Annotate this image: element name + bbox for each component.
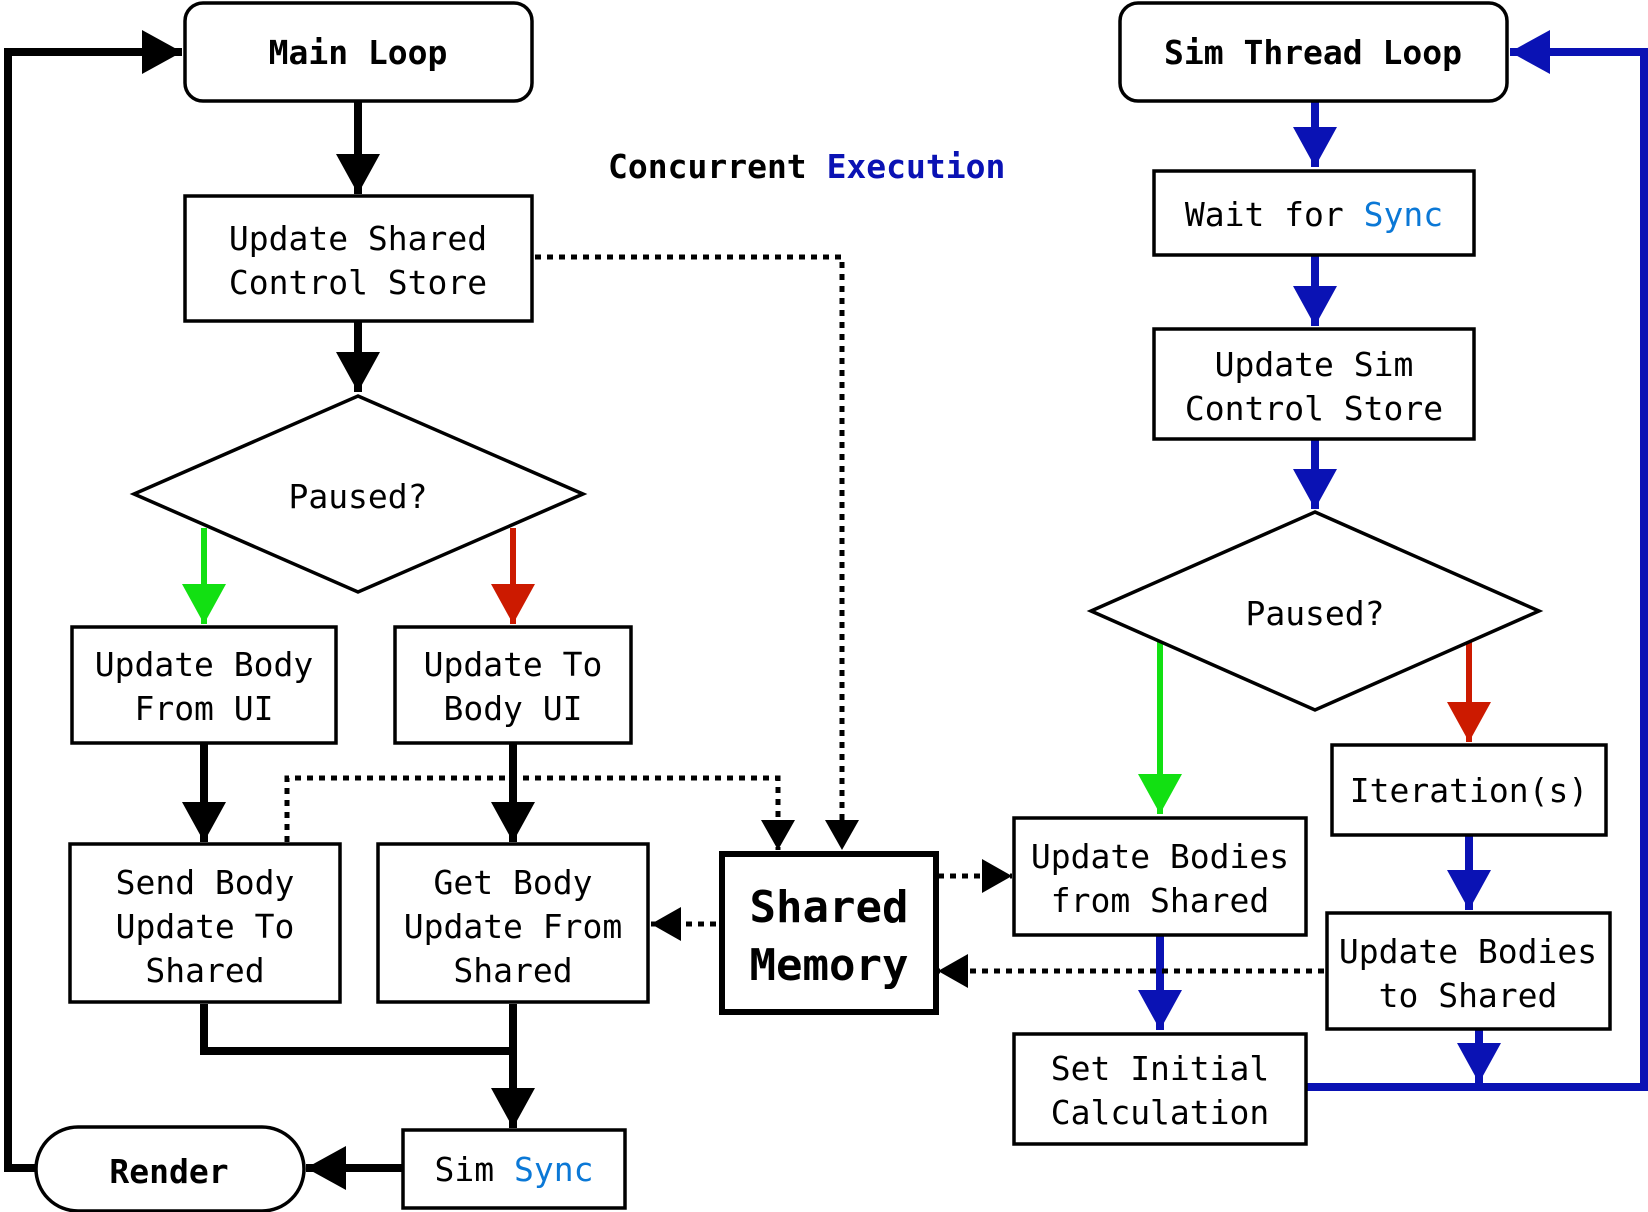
edge-set-initial-to-sim-loop	[1306, 30, 1648, 1091]
update-shared-control-line-2: Control Store	[229, 263, 487, 302]
update-bodies-to-shared-line-1: Update Bodies	[1339, 932, 1597, 971]
send-body-update-node: Send Body Update To Shared	[68, 842, 342, 1004]
edge-dotted-control-store-to-shared-memory	[535, 254, 859, 850]
edge-render-to-main-loop	[4, 30, 182, 1172]
set-initial-calculation-node: Set Initial Calculation	[1012, 1032, 1308, 1146]
update-to-body-ui-node: Update To Body UI	[393, 625, 633, 745]
update-shared-control-node: Update Shared Control Store	[183, 194, 534, 323]
wait-for-sync-node: Wait for Sync	[1152, 169, 1476, 257]
update-body-from-ui-line-1: Update Body	[95, 645, 314, 684]
iterations-node: Iteration(s)	[1330, 743, 1608, 837]
update-bodies-from-shared-line-2: from Shared	[1051, 881, 1270, 920]
iterations-label: Iteration(s)	[1350, 771, 1588, 810]
update-to-body-ui-line-1: Update To	[424, 645, 603, 684]
render-node: Render	[34, 1125, 306, 1212]
edge-dotted-send-body-to-shared-memory	[284, 775, 795, 850]
get-body-update-line-3: Shared	[453, 951, 572, 990]
sim-sync-label: Sim Sync	[435, 1150, 594, 1189]
update-body-from-ui-line-2: From UI	[134, 689, 273, 728]
shared-memory-line-1: Shared	[750, 882, 909, 933]
wait-for-sync-part2: Sync	[1364, 195, 1443, 234]
paused-left-decision: Paused?	[129, 394, 588, 594]
send-body-update-line-2: Update To	[116, 907, 295, 946]
set-initial-calculation-line-2: Calculation	[1051, 1093, 1270, 1132]
send-body-update-line-3: Shared	[145, 951, 264, 990]
edges	[4, 30, 1648, 1190]
diagram-title: Concurrent Execution	[608, 147, 1005, 186]
get-body-update-node: Get Body Update From Shared	[376, 842, 650, 1004]
sim-sync-part2: Sync	[514, 1150, 593, 1189]
sim-thread-loop-label: Sim Thread Loop	[1164, 33, 1462, 72]
title-execution: Execution	[827, 147, 1006, 186]
main-loop-label: Main Loop	[269, 33, 448, 72]
get-body-update-line-2: Update From	[404, 907, 623, 946]
shared-memory-node: Shared Memory	[719, 851, 939, 1015]
sim-sync-part1: Sim	[435, 1150, 495, 1189]
update-to-body-ui-line-2: Body UI	[443, 689, 582, 728]
update-sim-control-line-1: Update Sim	[1215, 345, 1414, 384]
wait-for-sync-label: Wait for Sync	[1185, 195, 1443, 234]
update-bodies-from-shared-node: Update Bodies from Shared	[1012, 816, 1308, 937]
update-body-from-ui-node: Update Body From UI	[70, 625, 338, 745]
title-concurrent: Concurrent	[608, 147, 807, 186]
shared-memory-line-2: Memory	[750, 940, 909, 991]
paused-right-label: Paused?	[1245, 594, 1384, 633]
render-label: Render	[109, 1152, 228, 1191]
update-bodies-to-shared-node: Update Bodies to Shared	[1325, 911, 1612, 1031]
update-sim-control-node: Update Sim Control Store	[1152, 327, 1476, 441]
send-body-update-line-1: Send Body	[116, 863, 295, 902]
sim-sync-node: Sim Sync	[401, 1128, 627, 1210]
set-initial-calculation-line-1: Set Initial	[1051, 1049, 1270, 1088]
sim-thread-loop-node: Sim Thread Loop	[1118, 1, 1509, 103]
main-loop-node: Main Loop	[183, 1, 534, 103]
update-shared-control-line-1: Update Shared	[229, 219, 487, 258]
edge-send-to-sim-sync	[200, 1004, 513, 1055]
wait-for-sync-part1: Wait for	[1185, 195, 1344, 234]
update-sim-control-line-2: Control Store	[1185, 389, 1443, 428]
paused-right-decision: Paused?	[1086, 510, 1544, 712]
update-bodies-from-shared-line-1: Update Bodies	[1031, 837, 1289, 876]
update-bodies-to-shared-line-2: to Shared	[1379, 976, 1558, 1015]
paused-left-label: Paused?	[288, 477, 427, 516]
get-body-update-line-1: Get Body	[434, 863, 593, 902]
